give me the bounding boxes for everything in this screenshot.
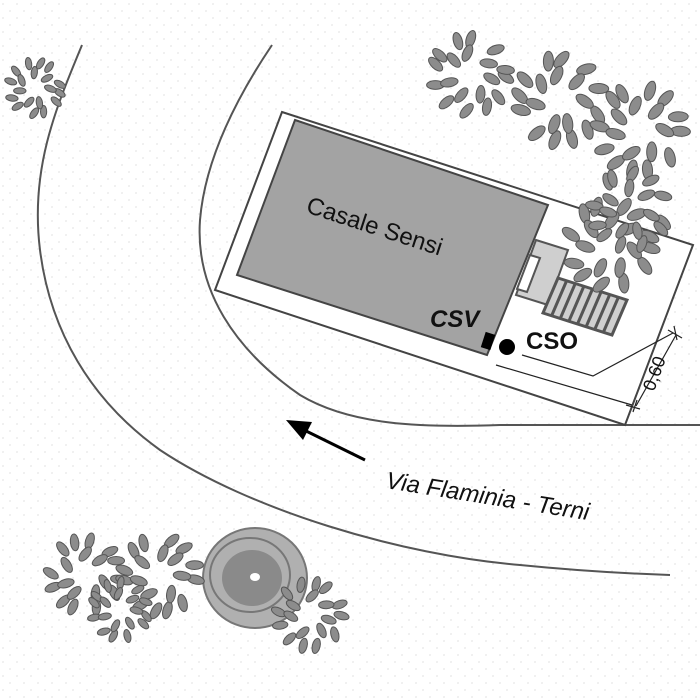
cso-marker <box>499 339 515 355</box>
direction-arrow-icon <box>286 420 366 462</box>
tree-icon <box>270 576 350 654</box>
csv-marker <box>480 331 496 351</box>
annex-window <box>515 253 542 294</box>
csv-label: CSV <box>430 306 481 333</box>
tree-icon <box>510 50 610 151</box>
tree-icon <box>4 56 66 119</box>
building-casale-sensi <box>235 118 550 357</box>
dimension-line <box>495 325 683 413</box>
stairs <box>540 276 630 337</box>
road-outer-edge <box>36 44 671 576</box>
cso-label: CSO <box>526 328 578 355</box>
tree-icon <box>87 576 153 643</box>
road-inner-edge <box>198 44 700 427</box>
tree-icon <box>115 533 205 620</box>
tree-icon <box>426 30 515 119</box>
tree-icon <box>561 196 661 294</box>
pond <box>202 527 308 629</box>
tree-icon <box>585 165 673 254</box>
